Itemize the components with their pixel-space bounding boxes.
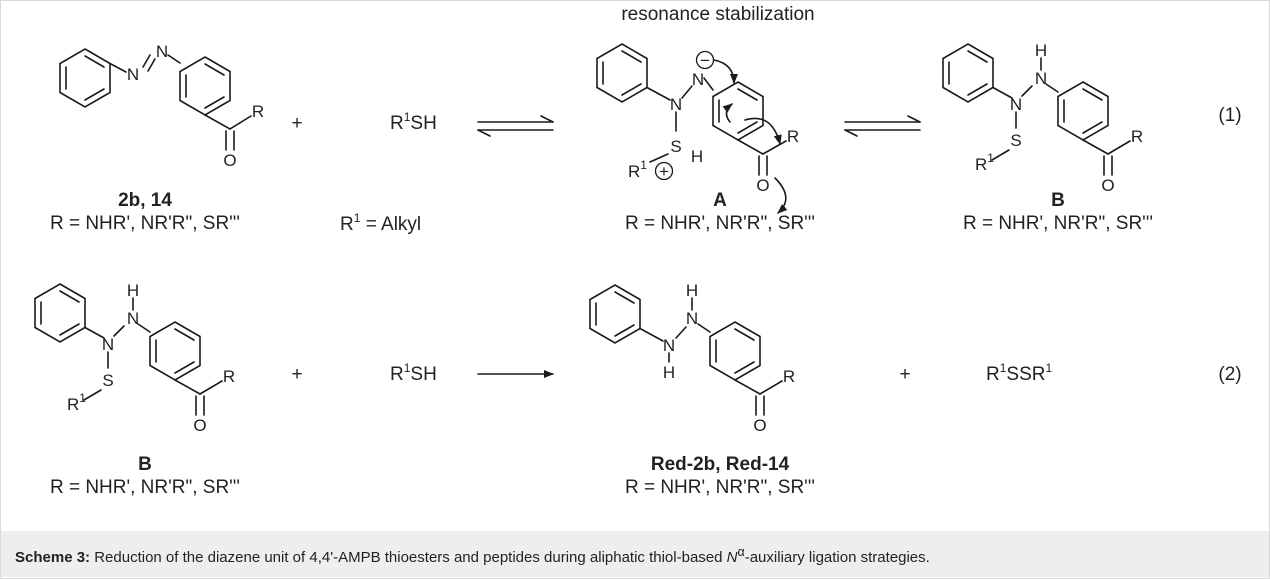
structure-intermediate-B-2 xyxy=(34,283,223,416)
intB1-r1-r: R xyxy=(975,155,987,174)
intB1-r: R xyxy=(1131,127,1143,146)
resonance-stabilization-label: resonance stabilization xyxy=(621,4,814,25)
structure-intermediate-A xyxy=(596,43,788,214)
intA-plus: + xyxy=(659,162,669,181)
azo-o: O xyxy=(223,151,236,170)
r-definition-5: R = NHR', NR'R", SR''' xyxy=(625,477,815,498)
compound-label-2b14: 2b, 14 xyxy=(118,190,172,211)
disulfide-ssr: SSR xyxy=(1006,364,1045,385)
r1-def-suffix: = Alkyl xyxy=(360,214,421,235)
intB2-r: R xyxy=(223,367,235,386)
intB2-n2: N xyxy=(127,309,139,328)
intB1-n2: N xyxy=(1035,69,1047,88)
azo-n2: N xyxy=(156,42,168,61)
r1-def-sup: 1 xyxy=(354,211,361,225)
r-definition-3: R = NHR', NR'R", SR''' xyxy=(963,213,1153,234)
red-n2: N xyxy=(686,309,698,328)
plus-sign-3: + xyxy=(899,364,910,385)
intB2-o: O xyxy=(193,416,206,435)
equilibrium-arrow-1 xyxy=(477,115,554,137)
intA-r1-sup: 1 xyxy=(640,158,647,172)
azo-r: R xyxy=(252,102,264,121)
intB1-n1: N xyxy=(1010,95,1022,114)
thiol-sh: SH xyxy=(410,113,436,134)
caption-label: Scheme 3: xyxy=(15,549,91,566)
disulfide-sup2: 1 xyxy=(1046,361,1053,375)
caption-body-2: -auxiliary ligation strategies. xyxy=(744,549,930,566)
compound-label-B-1: B xyxy=(1051,190,1065,211)
equilibrium-arrow-2 xyxy=(844,115,921,137)
thiol-reagent-2: R1SH xyxy=(390,361,437,385)
disulfide-r: R xyxy=(986,364,1000,385)
red-n1: N xyxy=(663,336,675,355)
intA-o: O xyxy=(756,176,769,195)
intB1-r1-sup: 1 xyxy=(987,151,994,165)
intA-h: H xyxy=(691,147,703,166)
disulfide-sup1: 1 xyxy=(1000,361,1007,375)
intB1-h: H xyxy=(1035,41,1047,60)
r-definition-1: R = NHR', NR'R", SR''' xyxy=(50,213,240,234)
intB1-r1: R1 xyxy=(975,151,994,174)
thiol2-r: R xyxy=(390,364,404,385)
intB2-r1-r: R xyxy=(67,395,79,414)
thiol-r: R xyxy=(390,113,404,134)
r1-definition: R1 = Alkyl xyxy=(340,211,421,235)
plus-sign-1: + xyxy=(291,113,302,134)
red-h1: H xyxy=(663,363,675,382)
structure-intermediate-B-1 xyxy=(942,43,1131,176)
compound-label-red: Red-2b, Red-14 xyxy=(651,454,790,475)
intB2-s: S xyxy=(102,371,113,390)
caption-body-1: Reduction of the diazene unit of 4,4'-AM… xyxy=(90,549,727,566)
caption-n-italic: N xyxy=(726,549,738,566)
red-r: R xyxy=(783,367,795,386)
intB1-o: O xyxy=(1101,176,1114,195)
thiol2-sup: 1 xyxy=(404,361,411,375)
intA-r1: R1 xyxy=(628,158,647,181)
thiol-sup: 1 xyxy=(404,110,411,124)
compound-label-A: A xyxy=(713,190,727,211)
intB1-s: S xyxy=(1010,131,1021,150)
intA-r: R xyxy=(787,127,799,146)
thiol2-sh: SH xyxy=(410,364,436,385)
intA-r1-r: R xyxy=(628,162,640,181)
r1-def-r: R xyxy=(340,214,354,235)
thiol-reagent-1: R1SH xyxy=(390,110,437,134)
intB2-r1-sup: 1 xyxy=(79,391,86,405)
caption-alpha: α xyxy=(737,545,745,559)
intA-minus: − xyxy=(700,51,710,70)
structure-azo-2b14 xyxy=(59,48,252,151)
red-o: O xyxy=(753,416,766,435)
azo-n1: N xyxy=(127,65,139,84)
r-definition-2: R = NHR', NR'R", SR''' xyxy=(625,213,815,234)
equation-number-2: (2) xyxy=(1218,364,1241,385)
red-h2: H xyxy=(686,281,698,300)
plus-sign-2: + xyxy=(291,364,302,385)
intA-n1: N xyxy=(670,95,682,114)
intB2-h: H xyxy=(127,281,139,300)
compound-label-B-2: B xyxy=(138,454,152,475)
r-definition-4: R = NHR', NR'R", SR''' xyxy=(50,477,240,498)
caption-text: Scheme 3: Reduction of the diazene unit … xyxy=(15,545,930,566)
structure-product-red xyxy=(589,284,783,416)
intB2-n1: N xyxy=(102,335,114,354)
intA-n2: N xyxy=(692,70,704,89)
caption-bar: Scheme 3: Reduction of the diazene unit … xyxy=(1,531,1269,577)
intB2-r1: R1 xyxy=(67,391,86,414)
equation-number-1: (1) xyxy=(1218,105,1241,126)
disulfide-product: R1SSR1 xyxy=(986,361,1053,385)
intA-s: S xyxy=(670,137,681,156)
